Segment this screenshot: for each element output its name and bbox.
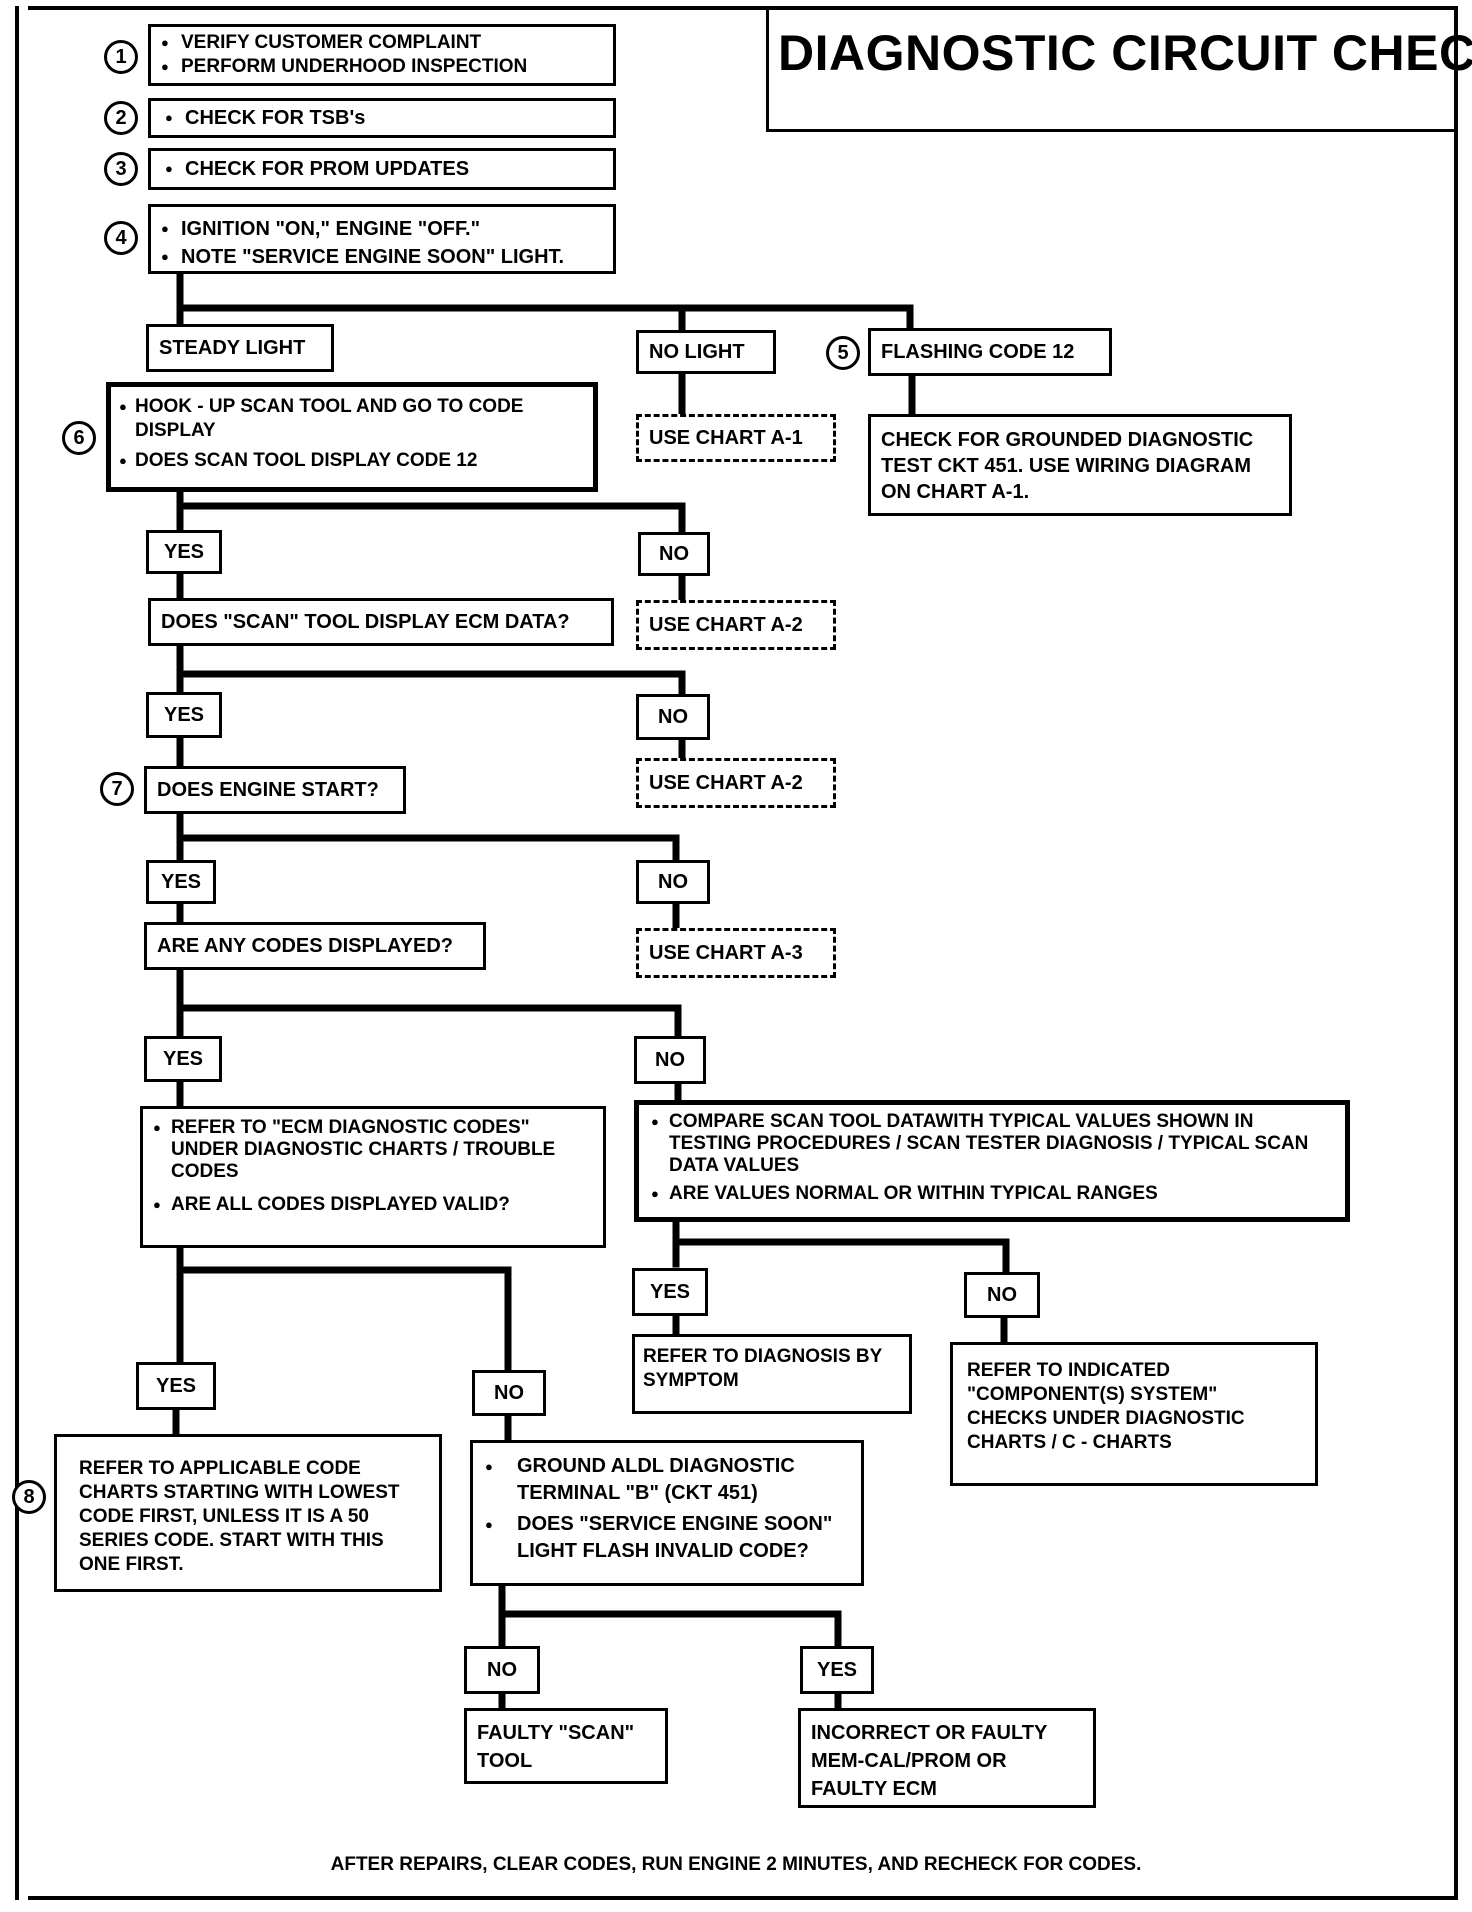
connector-codesno-branch <box>672 1216 1010 1276</box>
no-label-5: NO <box>472 1370 546 1416</box>
codes-yes-line1: REFER TO "ECM DIAGNOSTIC CODES" UNDER DI… <box>149 1117 597 1183</box>
yes-label-7: YES <box>800 1646 874 1694</box>
connector-step6-branch <box>176 486 686 536</box>
engine-start-question: DOES ENGINE START? <box>144 766 406 814</box>
flashing-code-12-box: FLASHING CODE 12 <box>868 328 1112 376</box>
ground-aldl-box: GROUND ALDL DIAGNOSTIC TERMINAL "B" (CKT… <box>470 1440 864 1586</box>
step4-line1: IGNITION "ON," ENGINE "OFF." <box>157 215 607 243</box>
faulty-ecm-box: INCORRECT OR FAULTY MEM-CAL/PROM OR FAUL… <box>798 1708 1096 1808</box>
step-number-6: 6 <box>62 421 96 455</box>
no-light-box: NO LIGHT <box>636 330 776 374</box>
step-number-1: 1 <box>104 40 138 74</box>
no-label-3: NO <box>636 860 710 904</box>
connector-codes-branch <box>176 966 682 1042</box>
use-chart-a2-box-2: USE CHART A-2 <box>636 758 836 808</box>
connector-codesyes-branch <box>176 1240 512 1374</box>
yes-label-5: YES <box>136 1362 216 1410</box>
step2-box: CHECK FOR TSB's <box>148 98 616 138</box>
step-number-7: 7 <box>100 772 134 806</box>
step-number-5: 5 <box>826 336 860 370</box>
steady-light-box: STEADY LIGHT <box>146 324 334 372</box>
frame-left-border <box>15 6 19 1900</box>
flashing-action-box: CHECK FOR GROUNDED DIAGNOSTIC TEST CKT 4… <box>868 414 1292 516</box>
faulty-scan-tool-box: FAULTY "SCAN" TOOL <box>464 1708 668 1784</box>
connector-step4-branch <box>176 268 914 334</box>
step1-line1: VERIFY CUSTOMER COMPLAINT <box>157 31 607 55</box>
yes-label-3: YES <box>146 860 216 904</box>
step6-line2: DOES SCAN TOOL DISPLAY CODE 12 <box>115 449 589 473</box>
title-box <box>766 8 1454 132</box>
ground-aldl-line2: DOES "SERVICE ENGINE SOON" LIGHT FLASH I… <box>481 1511 853 1565</box>
yes-label-1: YES <box>146 530 222 574</box>
no-label-7: NO <box>464 1646 540 1694</box>
no-label-1: NO <box>638 532 710 576</box>
refer-code-charts-box: REFER TO APPLICABLE CODE CHARTS STARTING… <box>54 1434 442 1592</box>
codes-no-line2: ARE VALUES NORMAL OR WITHIN TYPICAL RANG… <box>647 1183 1337 1205</box>
no-label-4: NO <box>634 1036 706 1084</box>
codes-displayed-question: ARE ANY CODES DISPLAYED? <box>144 922 486 970</box>
step1-line2: PERFORM UNDERHOOD INSPECTION <box>157 55 607 79</box>
connector-ecm-branch <box>176 638 686 698</box>
step3-box: CHECK FOR PROM UPDATES <box>148 148 616 190</box>
connector-start-branch <box>176 806 680 868</box>
step-number-4: 4 <box>104 221 138 255</box>
ground-aldl-line1: GROUND ALDL DIAGNOSTIC TERMINAL "B" (CKT… <box>481 1453 853 1507</box>
no-label-6: NO <box>964 1272 1040 1318</box>
step6-box: HOOK - UP SCAN TOOL AND GO TO CODE DISPL… <box>106 382 598 492</box>
use-chart-a1-box: USE CHART A-1 <box>636 414 836 462</box>
yes-label-4: YES <box>144 1036 222 1082</box>
step2-line1: CHECK FOR TSB's <box>161 106 365 130</box>
refer-symptom-box: REFER TO DIAGNOSIS BY SYMPTOM <box>632 1334 912 1414</box>
codes-no-box: COMPARE SCAN TOOL DATAWITH TYPICAL VALUE… <box>634 1100 1350 1222</box>
connector-aldl-branch <box>498 1580 842 1650</box>
codes-yes-line2: ARE ALL CODES DISPLAYED VALID? <box>149 1193 597 1217</box>
step6-line1: HOOK - UP SCAN TOOL AND GO TO CODE DISPL… <box>115 395 589 443</box>
yes-label-6: YES <box>632 1268 708 1316</box>
refer-component-box: REFER TO INDICATED "COMPONENT(S) SYSTEM"… <box>950 1342 1318 1486</box>
use-chart-a2-box-1: USE CHART A-2 <box>636 600 836 650</box>
step1-box: VERIFY CUSTOMER COMPLAINT PERFORM UNDERH… <box>148 24 616 86</box>
page-title: DIAGNOSTIC CIRCUIT CHECK <box>778 25 1472 81</box>
step-number-8: 8 <box>12 1480 46 1514</box>
step-number-3: 3 <box>104 152 138 186</box>
step4-line2: NOTE "SERVICE ENGINE SOON" LIGHT. <box>157 243 607 271</box>
page-frame <box>28 6 1458 1900</box>
yes-label-2: YES <box>146 692 222 738</box>
step-number-2: 2 <box>104 101 138 135</box>
step4-box: IGNITION "ON," ENGINE "OFF." NOTE "SERVI… <box>148 204 616 274</box>
use-chart-a3-box: USE CHART A-3 <box>636 928 836 978</box>
step3-line1: CHECK FOR PROM UPDATES <box>161 157 469 181</box>
ecm-data-question: DOES "SCAN" TOOL DISPLAY ECM DATA? <box>148 598 614 646</box>
codes-yes-box: REFER TO "ECM DIAGNOSTIC CODES" UNDER DI… <box>140 1106 606 1248</box>
codes-no-line1: COMPARE SCAN TOOL DATAWITH TYPICAL VALUE… <box>647 1111 1337 1177</box>
no-label-2: NO <box>636 694 710 740</box>
footer-instruction: AFTER REPAIRS, CLEAR CODES, RUN ENGINE 2… <box>330 1854 1142 1875</box>
